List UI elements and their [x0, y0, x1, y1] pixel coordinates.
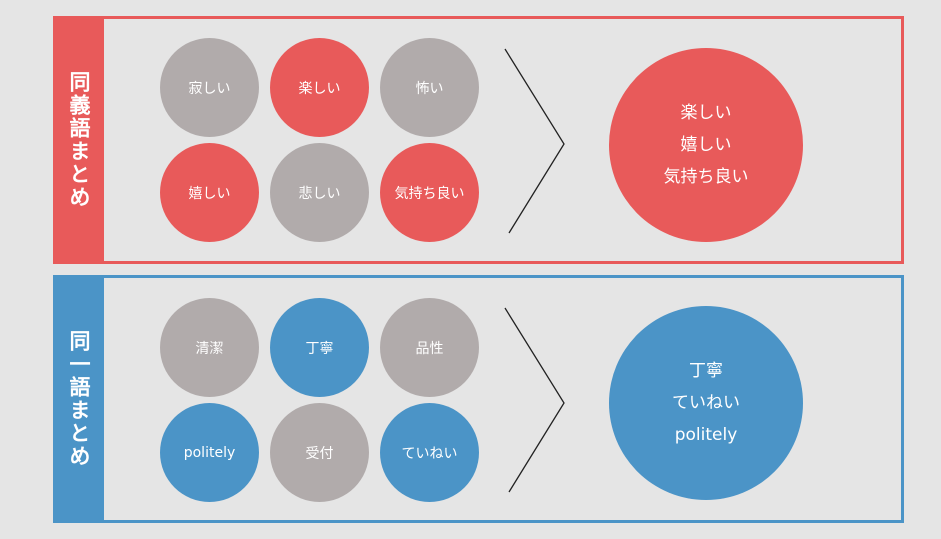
panel-sidebar: 同義語まとめ: [53, 16, 104, 264]
result-line: politely: [674, 425, 738, 445]
synonym-summary-panel: 同義語まとめ 寂しい 楽しい 怖い 嬉しい 悲しい 気持ち良い 楽しい 嬉しい …: [53, 16, 904, 264]
word-label: 受付: [305, 445, 334, 462]
word-circle: 寂しい: [160, 38, 259, 137]
result-line: 丁寧: [689, 361, 723, 381]
word-circle-highlighted: 気持ち良い: [380, 143, 479, 242]
word-circle-highlighted: 楽しい: [270, 38, 369, 137]
same-word-summary-panel: 同一語まとめ 清潔 丁寧 品性 politely 受付 ていねい 丁寧 ていねい…: [53, 275, 904, 523]
result-line: 気持ち良い: [663, 167, 749, 187]
word-label: ていねい: [401, 445, 458, 462]
result-circle: 楽しい 嬉しい 気持ち良い: [609, 48, 803, 242]
word-label: politely: [183, 444, 236, 461]
word-circle: 受付: [270, 403, 369, 502]
word-label: 丁寧: [305, 340, 334, 357]
word-circle: 品性: [380, 298, 479, 397]
chevron-right-icon: [504, 307, 565, 493]
panel-sidebar: 同一語まとめ: [53, 275, 104, 523]
word-label: 寂しい: [188, 80, 231, 97]
word-label: 清潔: [195, 340, 224, 357]
word-circle-highlighted: 丁寧: [270, 298, 369, 397]
word-label: 嬉しい: [188, 185, 231, 202]
word-label: 楽しい: [298, 80, 341, 97]
word-circle-highlighted: 嬉しい: [160, 143, 259, 242]
result-line: 嬉しい: [680, 135, 732, 155]
panel-title: 同義語まとめ: [67, 71, 91, 209]
result-circle: 丁寧 ていねい politely: [609, 306, 803, 500]
chevron-right-icon: [504, 48, 565, 234]
word-label: 気持ち良い: [394, 185, 465, 202]
word-label: 悲しい: [298, 185, 341, 202]
panel-title: 同一語まとめ: [67, 330, 91, 468]
word-circle-highlighted: politely: [160, 403, 259, 502]
word-circle: 悲しい: [270, 143, 369, 242]
word-label: 品性: [415, 340, 444, 357]
word-label: 怖い: [415, 80, 444, 97]
result-line: 楽しい: [680, 103, 732, 123]
word-circle: 清潔: [160, 298, 259, 397]
result-line: ていねい: [672, 393, 740, 413]
word-circle-highlighted: ていねい: [380, 403, 479, 502]
word-circle: 怖い: [380, 38, 479, 137]
